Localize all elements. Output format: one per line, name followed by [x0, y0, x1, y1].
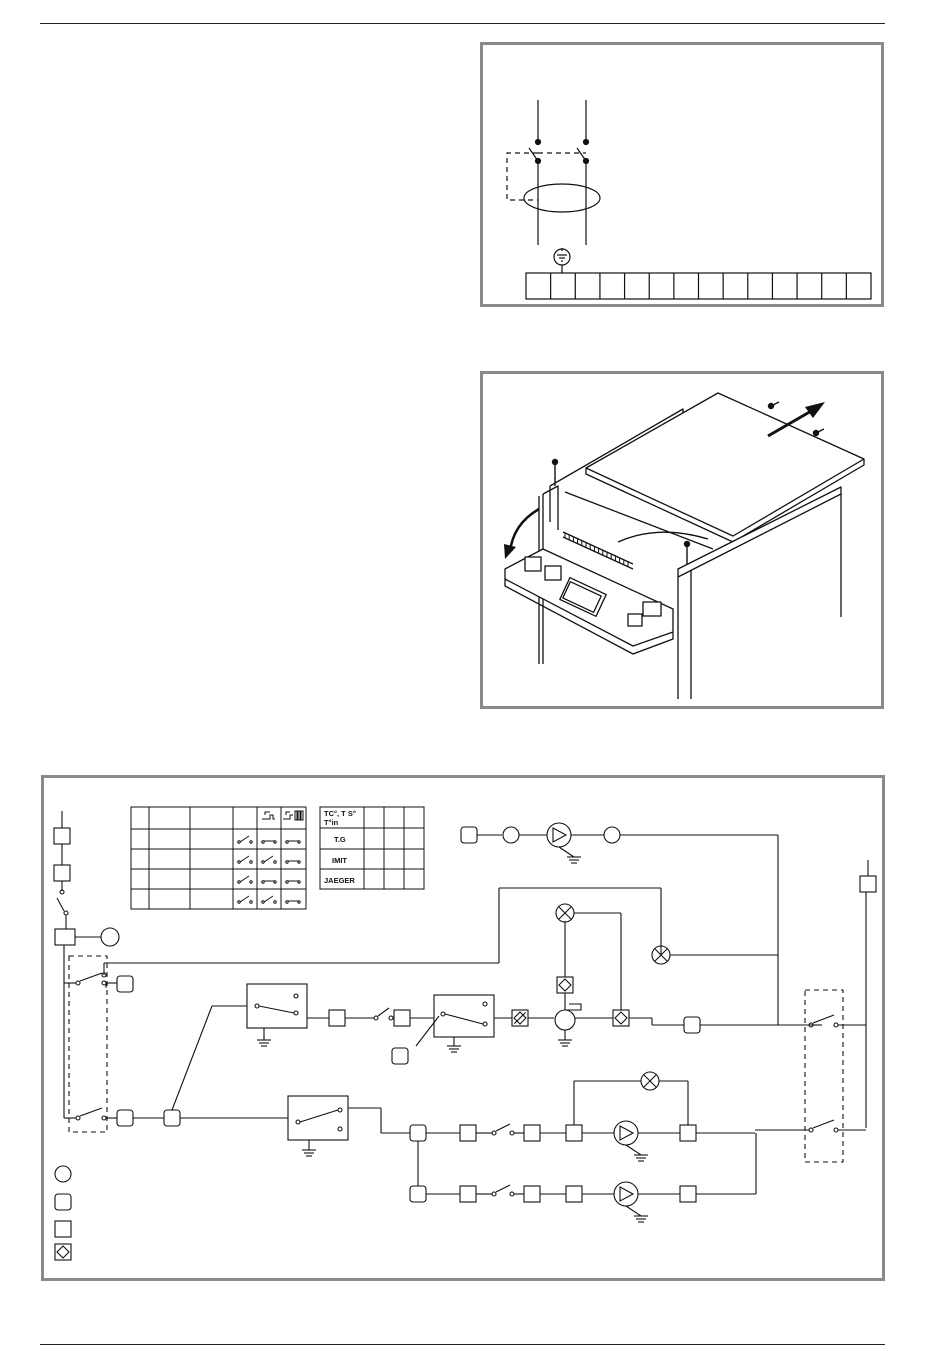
- electrical-schematic-figure: TC°, T S°T°in T.G IMIT JAEGER: [41, 775, 885, 1281]
- electrical-schematic-drawing: TC°, T S°T°in T.G IMIT JAEGER: [44, 778, 888, 1284]
- terminal-wiring-drawing: [483, 45, 887, 310]
- table-row-label: IMIT: [332, 856, 347, 865]
- top-rule: [40, 23, 885, 24]
- ground-icon: [257, 1040, 271, 1046]
- tap-icon: [262, 812, 275, 819]
- housing-figure: [480, 371, 884, 709]
- table-row-label: TC°, T S°T°in: [324, 809, 356, 827]
- ground-icon: [447, 1046, 461, 1052]
- bottom-rule: [40, 1344, 885, 1345]
- ground-icon: [567, 857, 581, 863]
- table-row-label: T.G: [334, 835, 346, 844]
- table-row-label: JAEGER: [324, 876, 355, 885]
- housing-drawing: [483, 374, 887, 712]
- tap-radiator-icon: [283, 811, 303, 820]
- ground-icon: [302, 1150, 316, 1156]
- ground-icon: [634, 1155, 648, 1161]
- switch-table: [131, 807, 306, 909]
- terminal-wiring-figure: [480, 42, 884, 307]
- ground-icon: [634, 1216, 648, 1222]
- ground-icon: [558, 1040, 572, 1046]
